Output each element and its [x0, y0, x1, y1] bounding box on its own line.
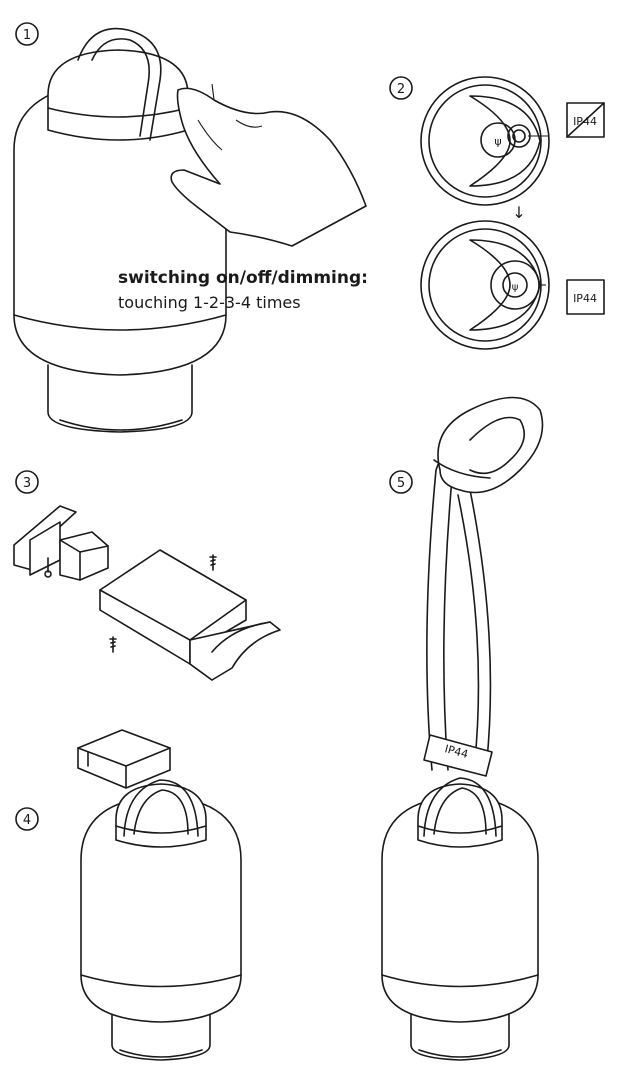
step-4-number: 4	[23, 813, 31, 828]
step-2-usb-cover-closed: ψ	[420, 220, 550, 350]
step-2-number: 2	[397, 82, 405, 97]
step-3-number: 3	[23, 476, 31, 491]
usb-closed-icon: ψ	[512, 282, 519, 293]
step-2-ip44-crossed: IP44	[566, 102, 605, 138]
step-4-lantern	[77, 729, 242, 1061]
instruction-block: switching on/off/dimming: touching 1-2-3…	[118, 268, 368, 312]
step-4-badge: 4	[15, 807, 39, 831]
hand-icon	[170, 87, 367, 247]
screw-icon	[209, 554, 217, 571]
step-5-strap: IP44	[423, 396, 544, 777]
step-1-badge: 1	[15, 22, 39, 46]
step-2-arrow-icon: ↓	[512, 203, 525, 222]
step-5-lantern	[381, 777, 539, 1061]
step-1-number: 1	[23, 28, 31, 43]
instruction-text: touching 1-2-3-4 times	[118, 293, 301, 312]
step-5-badge: 5	[389, 470, 413, 494]
step-3-holder-box	[99, 549, 281, 681]
usb-icon: ψ	[494, 135, 501, 148]
instruction-title: switching on/off/dimming:	[118, 268, 368, 288]
strap-ip44-tag: IP44	[443, 742, 469, 761]
screw-icon-2	[109, 636, 117, 653]
step-3-adapter-plug	[13, 505, 109, 581]
ip44-label-crossed: IP44	[573, 115, 597, 128]
step-5-number: 5	[397, 476, 405, 491]
step-2-usb-cover-open: ψ	[420, 76, 550, 206]
ip44-label-plain: IP44	[573, 292, 597, 305]
step-1-lantern	[13, 27, 367, 433]
step-3-badge: 3	[15, 470, 39, 494]
step-2-ip44-plain: IP44	[566, 279, 605, 315]
step-2-badge: 2	[389, 76, 413, 100]
